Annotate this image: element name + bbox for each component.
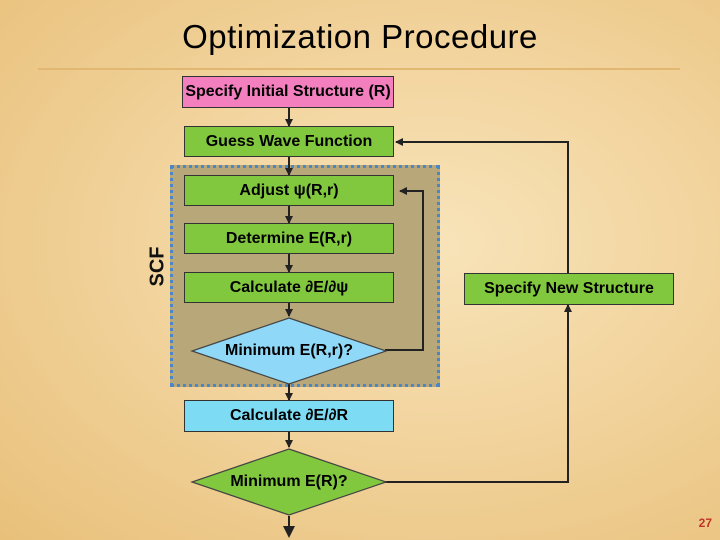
step-determine-energy: Determine E(R,r) <box>184 223 394 254</box>
step-guess-wave-function: Guess Wave Function <box>184 126 394 157</box>
decision-min-er-label: Minimum E(R)? <box>230 473 348 490</box>
step-specify-initial-structure: Specify Initial Structure (R) <box>182 76 394 108</box>
slide-title: Optimization Procedure <box>182 18 538 55</box>
step-adjust-psi: Adjust ψ(R,r) <box>184 175 394 206</box>
page-number: 27 <box>698 516 712 530</box>
step-calculate-de-dpsi: Calculate ∂E/∂ψ <box>184 272 394 303</box>
step-calculate-de-dr: Calculate ∂E/∂R <box>184 400 394 432</box>
step-specify-new-structure: Specify New Structure <box>464 273 674 305</box>
title-underline <box>38 68 680 70</box>
arrow-scf-loop <box>385 187 424 351</box>
decision-min-err-shape <box>190 317 388 385</box>
decision-min-er-shape <box>190 448 388 516</box>
decision-min-err-label: Minimum E(R,r)? <box>225 342 353 359</box>
arrow-new-structure-loop-out <box>385 304 572 483</box>
arrow-new-structure-loop-back <box>395 138 569 273</box>
